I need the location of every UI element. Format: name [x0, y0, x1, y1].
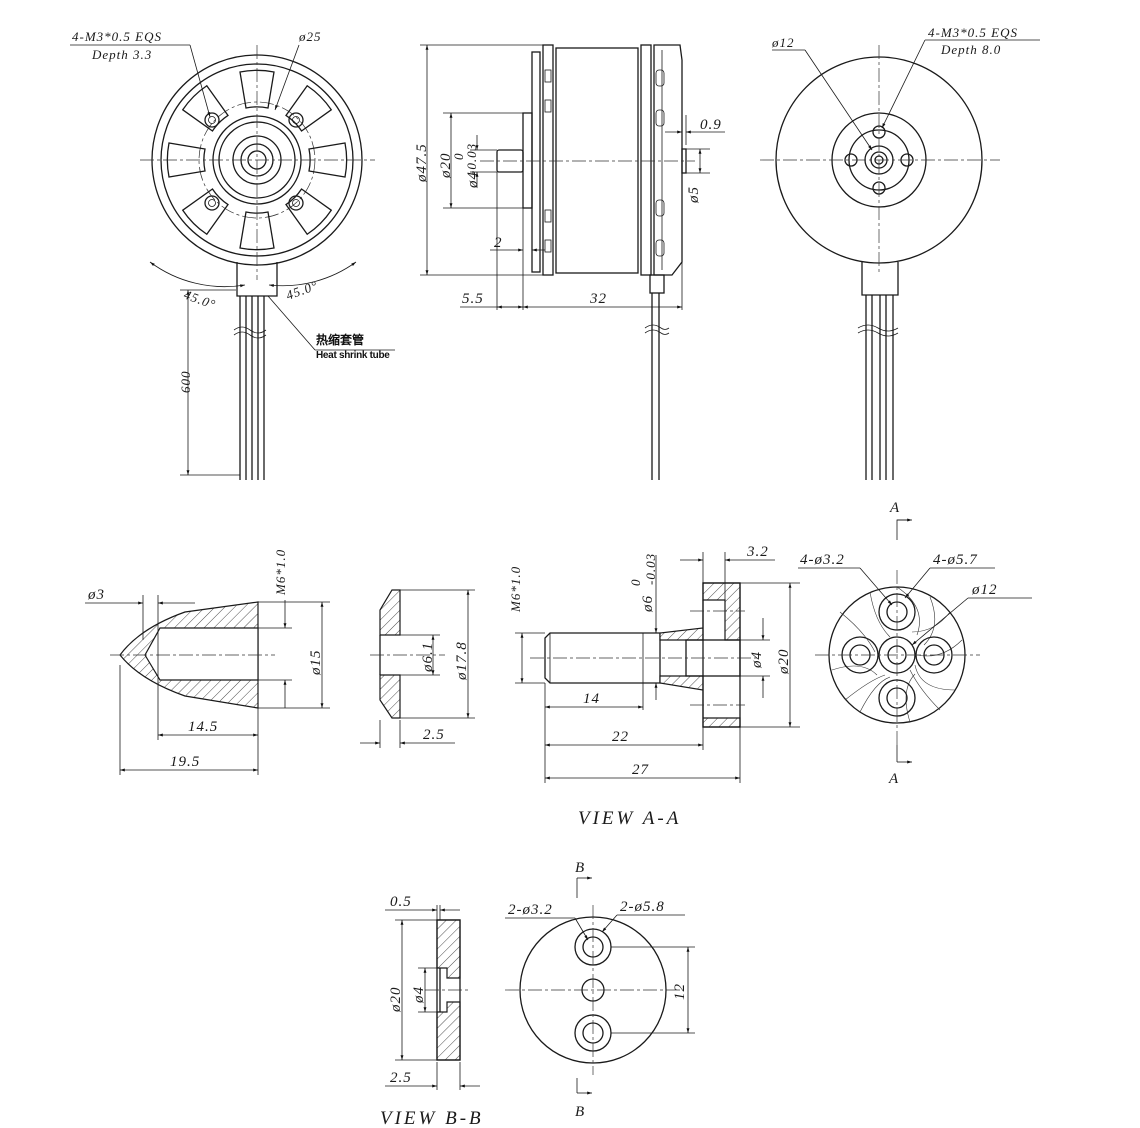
body-dia: ø47.5: [414, 143, 430, 183]
mount-holes: [204, 112, 304, 211]
thread-note: 4-M3*0.5 EQS: [72, 29, 162, 44]
view-bb: 0.5 ø20 ø4 2.5 12 B B 2-ø3.2 2-ø5.8: [380, 860, 695, 1128]
bore-dia: ø4: [749, 651, 765, 669]
section-mark-top: B: [575, 860, 585, 876]
thread-note: 4-M3*0.5 EQS: [928, 25, 1018, 40]
thickness: 2.5: [423, 727, 445, 743]
flange-dia: ø20: [776, 649, 792, 676]
prop-adapter-part: 14 22 27 M6*1.0 ø6 0 -0.03 3.2 ø4 ø20: [508, 544, 800, 783]
knurl-pattern: [831, 586, 963, 723]
step-dim: 2: [494, 235, 503, 251]
hole-spacing: 12: [672, 983, 688, 1000]
section-mark-bottom: A: [888, 771, 899, 787]
shaft-dia: ø6: [640, 595, 656, 613]
total-length: 27: [632, 762, 650, 778]
outer-dia: ø20: [388, 987, 404, 1014]
motor-side-view: ø47.5 ø20 ø4 0 -0.03 2 5.5 32 0.9 ø5: [414, 44, 725, 480]
section-mark-bottom: B: [575, 1104, 585, 1120]
washer-part: ø6.1 ø17.8 2.5: [360, 589, 475, 748]
thickness: 2.5: [390, 1070, 412, 1086]
flange-dia: ø20: [438, 153, 454, 180]
small-holes: 2-ø3.2: [508, 902, 553, 918]
base-dia: ø15: [308, 650, 324, 677]
body-length: 32: [589, 291, 607, 307]
stator-slots: [544, 69, 665, 257]
rear-dia: ø5: [686, 186, 702, 204]
spinner-part: 14.5 19.5 ø3 M6*1.0 ø15: [85, 549, 330, 775]
flange-thickness: 3.2: [746, 544, 769, 560]
motor-front-view: 4-M3*0.5 EQS Depth 3.3 ø25 45.0° 45.0° 热…: [70, 29, 395, 480]
dia-label: ø12: [771, 35, 795, 50]
large-holes: 2-ø5.8: [620, 899, 665, 915]
shaft-dia: ø4: [465, 171, 481, 189]
motor-leads: [233, 262, 278, 480]
heat-shrink-en: Heat shrink tube: [316, 350, 390, 361]
thread-length: 14: [583, 691, 600, 707]
large-holes: 4-ø5.7: [933, 552, 978, 568]
dia-label: ø25: [298, 29, 322, 44]
motor-rear-view: ø12 4-M3*0.5 EQS Depth 8.0: [760, 25, 1040, 480]
view-title: VIEW A-A: [578, 808, 681, 829]
depth-note: Depth 8.0: [940, 42, 1001, 57]
view-aa: A A 4-ø3.2 4-ø5.7 ø12 VIEW A-A: [578, 500, 1032, 829]
shaft-tol-upper: 0: [628, 579, 643, 587]
shaft-length: 5.5: [462, 291, 484, 307]
thread: M6*1.0: [508, 566, 523, 613]
lead-length: 600: [178, 371, 193, 394]
shaft-tol-lower: -0.03: [464, 143, 479, 175]
shaft-tol-lower: -0.03: [643, 553, 658, 585]
heat-shrink-cn: 热缩套管: [316, 332, 364, 347]
total-length: 19.5: [170, 754, 200, 770]
depth-note: Depth 3.3: [91, 47, 152, 62]
small-holes: 4-ø3.2: [800, 552, 845, 568]
section-mark-top: A: [889, 500, 900, 516]
center-dia: ø12: [971, 582, 998, 598]
inner-dia: ø6.1: [420, 642, 436, 673]
view-title: VIEW B-B: [380, 1108, 484, 1128]
bore-length: 14.5: [188, 719, 218, 735]
bore-dia: ø4: [411, 986, 427, 1004]
thread: M6*1.0: [273, 549, 288, 596]
shaft-tol-upper: 0: [451, 153, 466, 161]
spoke-windows: [166, 69, 348, 251]
rear-gap: 0.9: [700, 117, 722, 133]
tip-dia: ø3: [87, 587, 105, 603]
angle-right: 45.0°: [284, 277, 320, 302]
recess: 0.5: [390, 894, 412, 910]
shaft-length: 22: [612, 729, 629, 745]
angle-left: 45.0°: [182, 287, 218, 312]
outer-dia: ø17.8: [454, 641, 470, 681]
